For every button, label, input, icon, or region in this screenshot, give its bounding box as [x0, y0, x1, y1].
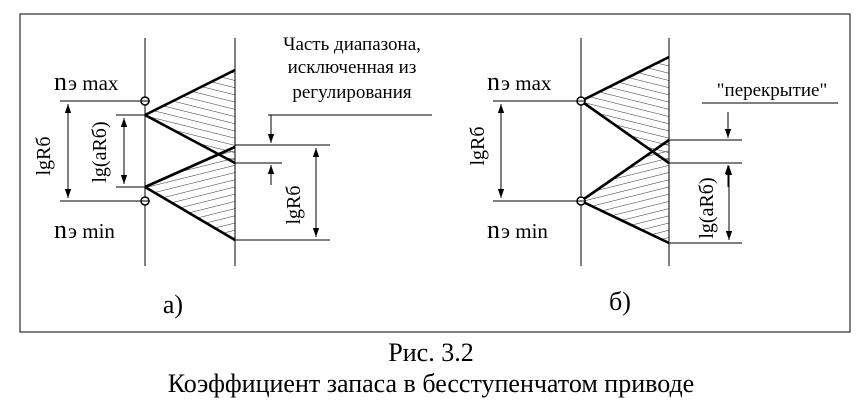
excluded-range-line-3: регулирования — [292, 82, 412, 103]
panel-a-label: а) — [163, 290, 183, 319]
lgrb-label-right-a: lgRб — [283, 185, 305, 224]
panel-b: nэ max nэ min lgRб lg(aRб) "перекрытие" … — [467, 38, 838, 316]
excluded-range-line-1: Часть диапазона, — [283, 34, 421, 55]
fan-upper-a — [145, 70, 235, 163]
n-max-label-b: nэ max — [487, 67, 552, 96]
lgrb-label-left-a: lgRб — [33, 136, 55, 175]
fan-lower-b — [581, 140, 669, 243]
panel-b-label: б) — [609, 287, 631, 316]
figure-frame — [19, 13, 851, 333]
excluded-range-line-2: исключенная из — [288, 57, 417, 78]
lgarb-label-b: lg(aRб) — [696, 177, 718, 238]
figure-title: Коэффициент запаса в бесступенчатом прив… — [167, 369, 695, 398]
n-min-label-b: nэ min — [487, 215, 548, 244]
fan-upper-b — [581, 57, 669, 163]
lgrb-label-b: lgRб — [467, 126, 489, 165]
n-min-label-a: nэ min — [54, 215, 115, 244]
panel-a: nэ max nэ min lgRб lg(aRб) lgRб Часть ди… — [33, 34, 432, 319]
fan-lower-a — [145, 147, 235, 240]
lgarb-label-a: lg(aRб) — [89, 121, 111, 182]
overlap-label-b: "перекрытие" — [717, 80, 827, 101]
n-max-label-a: nэ max — [54, 67, 119, 96]
figure-number: Рис. 3.2 — [388, 338, 474, 367]
